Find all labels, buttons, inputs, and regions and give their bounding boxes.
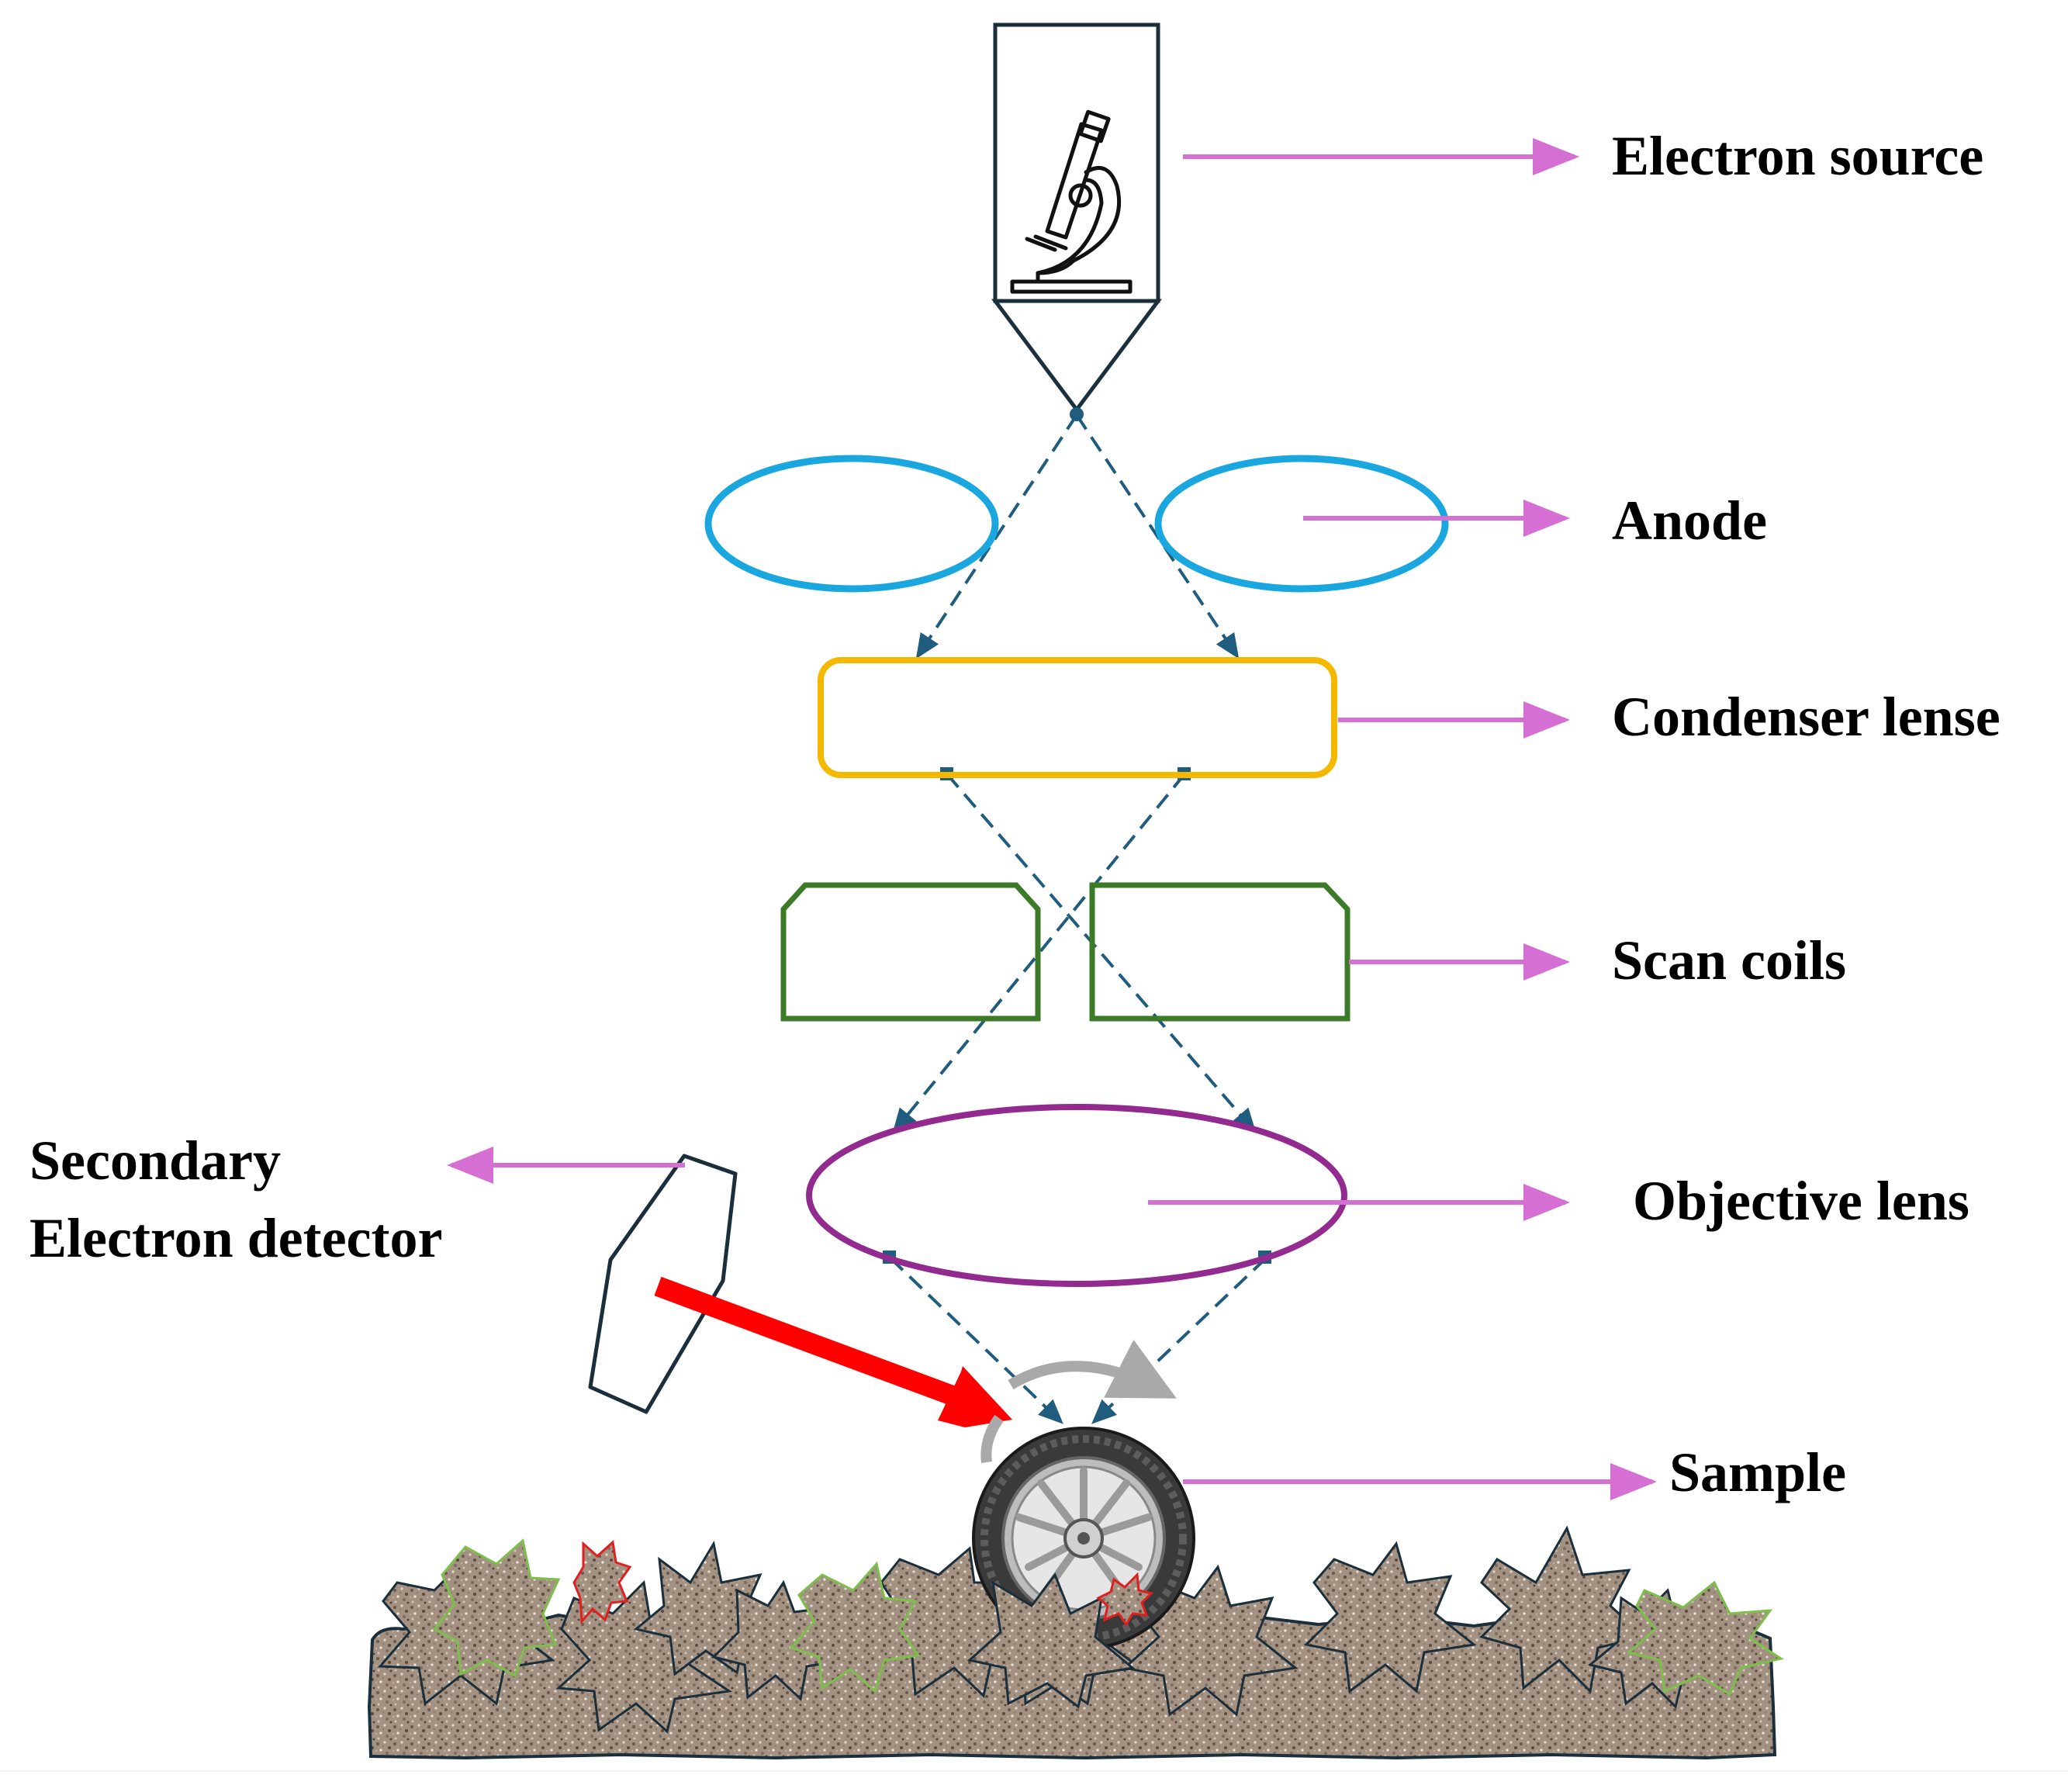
- anode: [704, 455, 1449, 593]
- foreground-rocks: [967, 1572, 1136, 1709]
- signal-arrow: [654, 1276, 1012, 1427]
- bottom-divider: [0, 1770, 2068, 1772]
- label-sample: Sample: [1669, 1441, 1846, 1503]
- microscope-icon: [1010, 109, 1133, 294]
- label-objective-lens: Objective lens: [1633, 1170, 1969, 1232]
- label-electron-source: Electron source: [1612, 125, 1983, 187]
- label-anode: Anode: [1612, 490, 1767, 552]
- objective-lens: [806, 1104, 1347, 1287]
- label-detector-line1: Secondary: [29, 1130, 281, 1192]
- label-detector-line2: Electron detector: [29, 1207, 442, 1269]
- pointer-arrows: [447, 138, 1657, 1500]
- electron-source-housing: [991, 22, 1162, 413]
- label-scan-coils: Scan coils: [1612, 929, 1846, 991]
- beam-junctions: [883, 407, 1271, 1264]
- label-condenser-lense: Condenser lense: [1612, 686, 2001, 748]
- scan-coils: [780, 882, 1350, 1022]
- red-highlight-rock: [1096, 1572, 1153, 1627]
- condenser-lense: [818, 657, 1337, 778]
- rotation-arrows: [980, 1340, 1177, 1463]
